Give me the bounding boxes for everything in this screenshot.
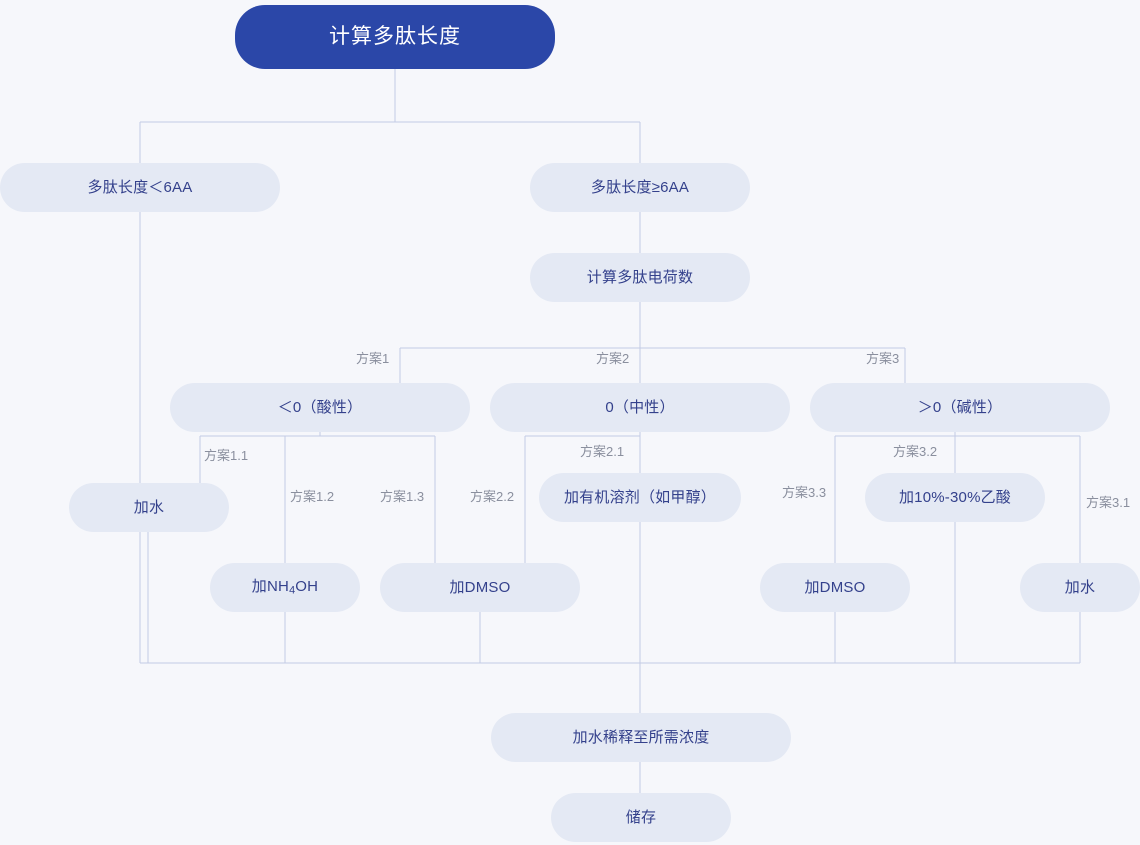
node-charge-negative-acidic-label: ＜0（酸性） [277, 398, 363, 416]
node-root[interactable]: 计算多肽长度 [235, 5, 555, 69]
node-add-acetic-acid-label: 加10%-30%乙酸 [898, 488, 1012, 506]
node-add-nh4oh-label: 加NH4OH [252, 578, 318, 598]
node-charge-zero-neutral[interactable]: 0（中性） [490, 383, 790, 432]
node-charge-zero-neutral-label: 0（中性） [605, 398, 675, 416]
node-peptide-length-ge-6aa-label: 多肽长度≥6AA [590, 178, 690, 196]
edge-label-plan1: 方案1 [356, 351, 390, 366]
node-add-nh4oh[interactable]: 加NH4OH [210, 563, 360, 612]
node-add-water-left[interactable]: 加水 [69, 483, 229, 532]
node-calculate-charge-label: 计算多肽电荷数 [586, 268, 694, 286]
edge-label-plan1-2: 方案1.2 [290, 489, 335, 504]
node-charge-negative-acidic[interactable]: ＜0（酸性） [170, 383, 470, 432]
node-charge-positive-basic[interactable]: ＞0（碱性） [810, 383, 1110, 432]
edge-label-plan2: 方案2 [596, 351, 630, 366]
node-peptide-length-lt-6aa-label: 多肽长度＜6AA [87, 178, 193, 196]
edge-label-plan2-2: 方案2.2 [470, 489, 515, 504]
edge-label-plan2-1: 方案2.1 [580, 444, 625, 459]
node-add-organic-solvent-label: 加有机溶剂（如甲醇） [563, 488, 716, 506]
node-add-nh4oh-suffix: OH [295, 577, 319, 595]
edge-label-plan1-3: 方案1.3 [380, 489, 425, 504]
edge-label-plan3: 方案3 [866, 351, 900, 366]
node-add-dmso-acidic-label: 加DMSO [449, 578, 511, 596]
node-add-organic-solvent[interactable]: 加有机溶剂（如甲醇） [539, 473, 741, 522]
node-add-water-right[interactable]: 加水 [1020, 563, 1140, 612]
node-root-label: 计算多肽长度 [329, 25, 461, 49]
node-add-water-right-label: 加水 [1064, 578, 1096, 596]
edge-label-plan1-1: 方案1.1 [204, 448, 249, 463]
node-dilute-to-concentration-label: 加水稀释至所需浓度 [572, 728, 710, 746]
node-store[interactable]: 储存 [551, 793, 731, 842]
node-add-dmso-basic[interactable]: 加DMSO [760, 563, 910, 612]
node-add-dmso-basic-label: 加DMSO [804, 578, 866, 596]
node-add-dmso-acidic[interactable]: 加DMSO [380, 563, 580, 612]
edge-label-plan3-3: 方案3.3 [782, 485, 827, 500]
node-peptide-length-lt-6aa[interactable]: 多肽长度＜6AA [0, 163, 280, 212]
node-store-label: 储存 [625, 808, 657, 826]
edge-label-plan3-2: 方案3.2 [893, 444, 938, 459]
node-add-acetic-acid[interactable]: 加10%-30%乙酸 [865, 473, 1045, 522]
node-add-water-left-label: 加水 [133, 498, 165, 516]
node-peptide-length-ge-6aa[interactable]: 多肽长度≥6AA [530, 163, 750, 212]
node-dilute-to-concentration[interactable]: 加水稀释至所需浓度 [491, 713, 791, 762]
edge-label-plan3-1: 方案3.1 [1086, 495, 1131, 510]
node-charge-positive-basic-label: ＞0（碱性） [917, 398, 1003, 416]
node-add-nh4oh-prefix: 加NH [251, 577, 290, 595]
node-add-nh4oh-subscript: 4 [289, 584, 296, 597]
node-calculate-charge[interactable]: 计算多肽电荷数 [530, 253, 750, 302]
